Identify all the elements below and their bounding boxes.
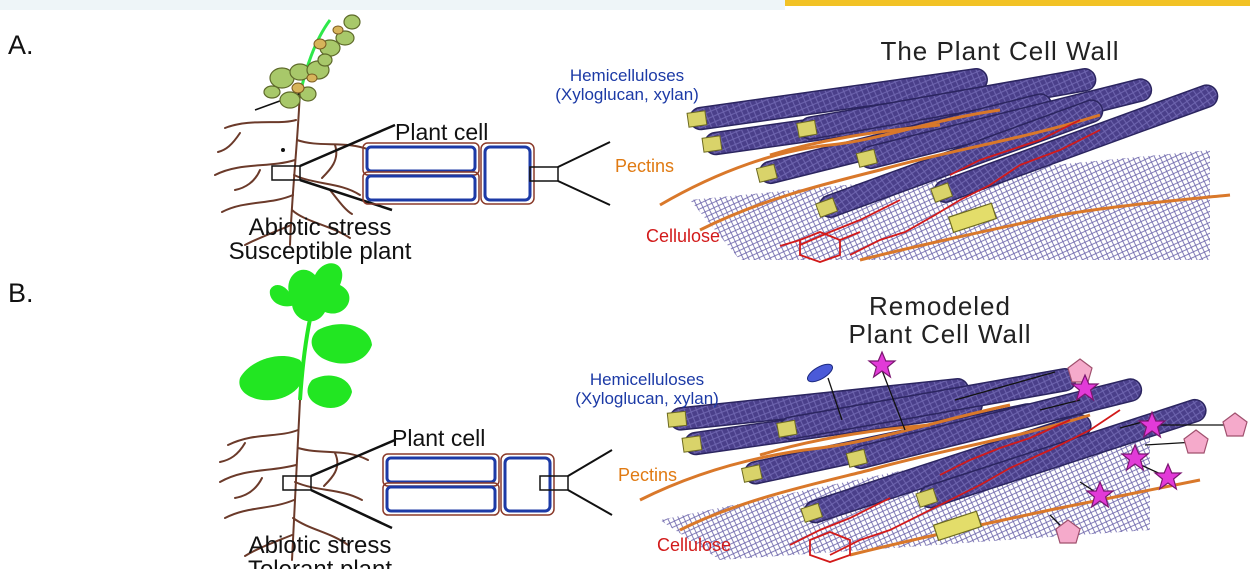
panel-a-pectins-label: Pectins: [615, 156, 674, 177]
panel-b-caption-line2: Tolerant plant: [160, 558, 480, 569]
panel-b-cell-group: [383, 450, 612, 515]
panel-a-hemicelluloses-line1: Hemicelluloses: [512, 66, 742, 85]
panel-b-hemicelluloses-label: Hemicelluloses (Xyloglucan, xylan): [512, 370, 782, 408]
panel-b-caption: Abiotic stress Tolerant plant: [160, 534, 480, 569]
panel-b-title-line1: Remodeled: [790, 292, 1090, 320]
panel-a-cell-wall: [660, 67, 1230, 262]
panel-b-title: Remodeled Plant Cell Wall: [790, 292, 1090, 348]
panel-a-plant: [215, 15, 395, 245]
panel-b-plant-cell-label: Plant cell: [392, 425, 485, 452]
panel-a-hemicelluloses-label: Hemicelluloses (Xyloglucan, xylan): [512, 66, 742, 104]
panel-a-title: The Plant Cell Wall: [790, 36, 1210, 67]
panel-a-caption-line2: Susceptible plant: [160, 240, 480, 264]
panel-a-hemicelluloses-line2: (Xyloglucan, xylan): [512, 85, 742, 104]
panel-a-plant-cell-label: Plant cell: [395, 119, 488, 146]
panel-b-title-line2: Plant Cell Wall: [790, 320, 1090, 348]
panel-b-cellulose-label: Cellulose: [657, 535, 731, 556]
panel-b-hemicelluloses-line1: Hemicelluloses: [512, 370, 782, 389]
panel-a-letter: A.: [8, 30, 34, 61]
panel-a-cell-group: [363, 142, 610, 205]
panel-b-letter: B.: [8, 278, 34, 309]
panel-b-caption-line1: Abiotic stress: [160, 534, 480, 558]
panel-a-caption-line1: Abiotic stress: [160, 216, 480, 240]
panel-b-hemicelluloses-line2: (Xyloglucan, xylan): [512, 389, 782, 408]
panel-b-pectins-label: Pectins: [618, 465, 677, 486]
panel-a-cellulose-label: Cellulose: [646, 226, 720, 247]
panel-b-plant: [220, 263, 395, 560]
panel-a-caption: Abiotic stress Susceptible plant: [160, 216, 480, 264]
